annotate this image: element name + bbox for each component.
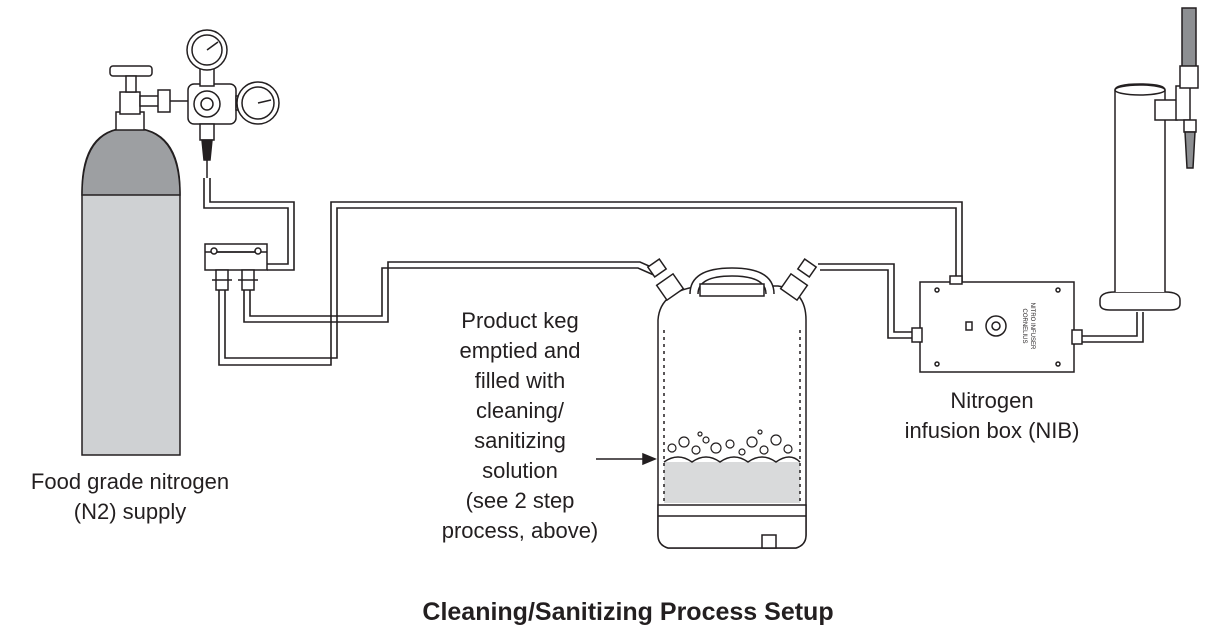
nib-label: Nitrogen infusion box (NIB) (880, 386, 1104, 446)
nib-label-line: infusion box (NIB) (904, 418, 1080, 443)
gas-lines (203, 178, 1144, 366)
keg-label-line: sanitizing (474, 428, 566, 453)
pressure-regulator (170, 29, 280, 178)
liquid-arrow (596, 452, 657, 466)
nitrogen-cylinder (81, 65, 181, 456)
keg-label-line: process, above) (441, 518, 599, 543)
keg-label-line: Product keg (461, 308, 579, 333)
nitrogen-infusion-box (911, 275, 1083, 373)
nitrogen-supply-label: Food grade nitrogen (N2) supply (14, 467, 246, 527)
bubbles (667, 429, 793, 456)
nib-logo-line2: NITRO INFUSER (1029, 303, 1035, 350)
keg-label-line: (see 2 step (465, 488, 575, 513)
keg-liquid (664, 462, 800, 503)
nitrogen-supply-line: Food grade nitrogen (30, 469, 230, 494)
nib-logo-line1: CORNELIUS (1021, 308, 1027, 343)
diagram-title: Cleaning/Sanitizing Process Setup (422, 598, 834, 626)
keg-label-line: emptied and (459, 338, 581, 363)
gas-manifold (204, 243, 268, 291)
keg-label-line: filled with (474, 368, 566, 393)
keg-label-line: solution (482, 458, 558, 483)
nitrogen-supply-line: (N2) supply (73, 499, 187, 524)
product-keg (646, 258, 818, 549)
keg-label: Product keg emptied and filled with clea… (420, 306, 620, 546)
keg-label-line: cleaning/ (475, 398, 565, 423)
faucet-tower (1099, 7, 1199, 311)
tap-handle (1181, 7, 1197, 69)
nib-label-line: Nitrogen (950, 388, 1034, 413)
